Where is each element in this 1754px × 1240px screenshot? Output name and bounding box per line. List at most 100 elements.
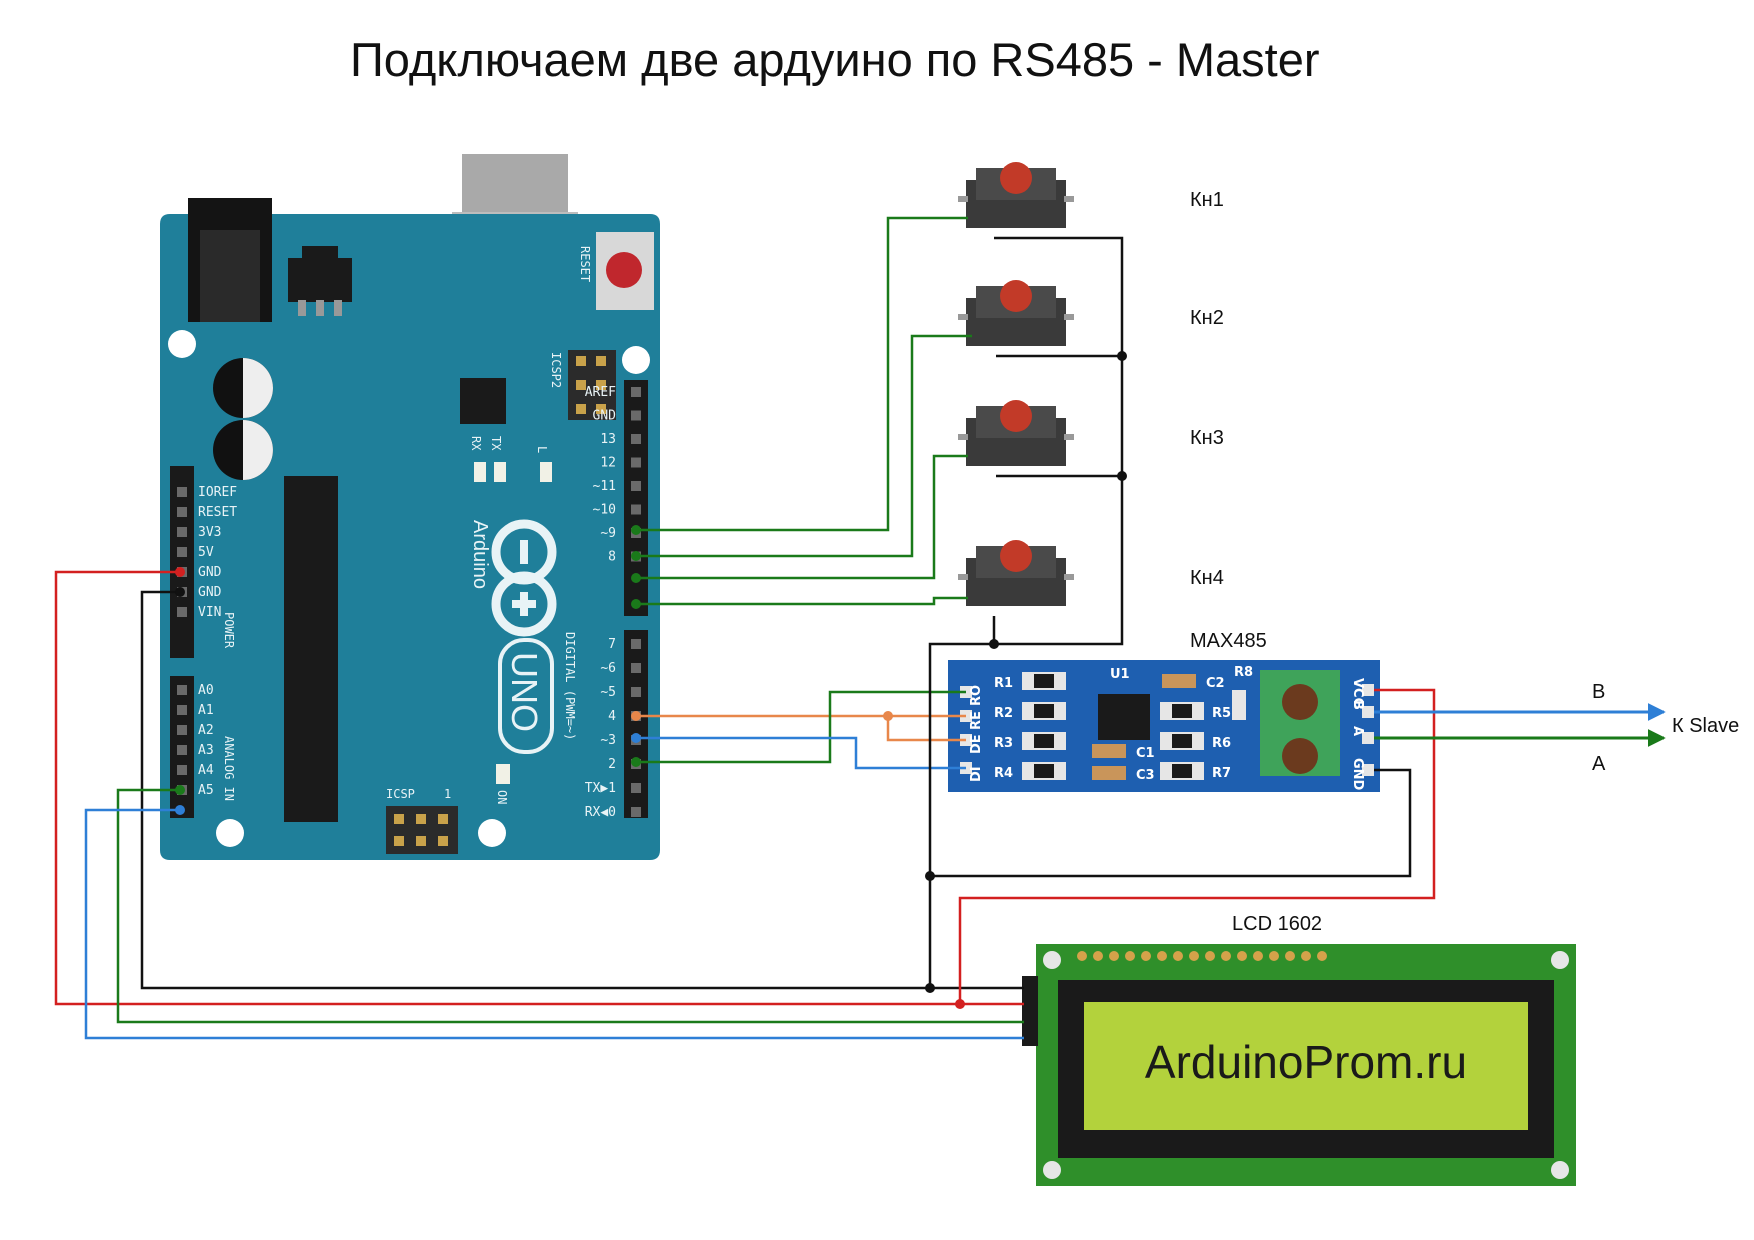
module-pin-label: B bbox=[1350, 700, 1365, 710]
pin-label: 7 bbox=[608, 637, 616, 652]
lcd-pad bbox=[1317, 951, 1327, 961]
junction-dots bbox=[175, 351, 1127, 1009]
pin-label: GND bbox=[593, 409, 617, 424]
wire-5v-module bbox=[958, 688, 1436, 1004]
header-pin-socket bbox=[631, 457, 641, 468]
icsp-label: ICSP bbox=[386, 787, 415, 801]
tact-button-3: Кн3 bbox=[958, 400, 1224, 466]
resistor-body bbox=[1034, 764, 1054, 778]
icsp-header bbox=[386, 806, 458, 854]
icsp2-label: ICSP2 bbox=[549, 352, 563, 388]
module-pin bbox=[1362, 706, 1374, 718]
resistor-body bbox=[1172, 734, 1192, 748]
to-slave-label: К Slave bbox=[1672, 715, 1739, 737]
resistor-label: R1 bbox=[994, 676, 1013, 691]
uno-badge bbox=[498, 638, 554, 754]
diagram-title: Подключаем две ардуино по RS485 - Master bbox=[350, 33, 1320, 86]
resistor-label: R7 bbox=[1212, 766, 1231, 781]
wire-d10-button2 bbox=[636, 334, 972, 558]
lcd-pad bbox=[1109, 951, 1119, 961]
tact-button-2: Кн2 bbox=[958, 280, 1224, 346]
led-on bbox=[496, 764, 510, 784]
lcd-pad bbox=[1157, 951, 1167, 961]
capacitor-label: C1 bbox=[1136, 746, 1155, 761]
capacitor-label: C2 bbox=[1206, 676, 1225, 691]
wire-5v-main bbox=[54, 570, 1024, 1006]
capacitor-label: C3 bbox=[1136, 768, 1155, 783]
i2c-adapter-header bbox=[1022, 976, 1038, 1046]
pin-label: ~5 bbox=[600, 685, 616, 700]
tact-button-1: Кн1 bbox=[958, 162, 1224, 228]
arduino-brand: Arduino bbox=[469, 520, 491, 589]
module-pin-label: RE bbox=[969, 711, 984, 730]
lcd-pad bbox=[1237, 951, 1247, 961]
wire-buttons-common bbox=[994, 236, 1124, 646]
pin-label: A2 bbox=[198, 723, 214, 738]
pin-label: A3 bbox=[198, 743, 214, 758]
resistor-label: R3 bbox=[994, 736, 1013, 751]
lcd-display-text: ArduinoProm.ru bbox=[1145, 1036, 1467, 1088]
lcd-screen bbox=[1084, 1002, 1528, 1130]
u1-label: U1 bbox=[1110, 667, 1130, 682]
lcd-pad bbox=[1125, 951, 1135, 961]
header-pin-socket bbox=[177, 487, 187, 497]
button-label: Кн3 bbox=[1190, 427, 1224, 449]
header-pin-socket bbox=[177, 685, 187, 695]
lcd-pad bbox=[1077, 951, 1087, 961]
pin-label: IOREF bbox=[198, 485, 237, 500]
lcd-pad bbox=[1285, 951, 1295, 961]
wire-a4-sda bbox=[116, 788, 1024, 1024]
arduino-uno-board: RESET ICSP2 RX TX L ON Arduino bbox=[160, 154, 660, 860]
header-pin-socket bbox=[631, 639, 641, 649]
lcd-pad bbox=[1253, 951, 1263, 961]
bus-a-label: A bbox=[1592, 753, 1606, 775]
module-pin bbox=[1362, 684, 1374, 696]
rx-label: RX bbox=[469, 436, 483, 451]
digital-label: DIGITAL (PWM=~) bbox=[563, 632, 577, 740]
power-header bbox=[170, 466, 194, 658]
mounting-hole bbox=[168, 330, 196, 358]
resistor-label: R4 bbox=[994, 766, 1013, 781]
r8-body bbox=[1232, 690, 1246, 720]
header-pin-socket bbox=[631, 387, 641, 397]
pin-label: 3V3 bbox=[198, 525, 221, 540]
pin-label: GND bbox=[198, 585, 222, 600]
capacitor bbox=[1162, 674, 1196, 688]
header-pin-socket bbox=[177, 607, 187, 617]
pin-label: A4 bbox=[198, 763, 214, 778]
r8-label: R8 bbox=[1234, 665, 1253, 680]
wire-d4-re-de bbox=[636, 714, 966, 742]
header-pin-socket bbox=[177, 725, 187, 735]
button-leg bbox=[958, 196, 968, 202]
button-cap bbox=[1000, 540, 1032, 572]
lcd-pad bbox=[1301, 951, 1311, 961]
wire-d8-button4 bbox=[636, 596, 968, 606]
module-pin bbox=[1362, 764, 1374, 776]
button-cap bbox=[1000, 400, 1032, 432]
infinity-logo-icon bbox=[491, 519, 557, 637]
module-pin-label: GND bbox=[1350, 758, 1365, 791]
lcd-pad bbox=[1093, 951, 1103, 961]
pin-label: A5 bbox=[198, 783, 214, 798]
resistor-label: R6 bbox=[1212, 736, 1231, 751]
pin-label: 8 bbox=[608, 550, 616, 565]
lcd-pad bbox=[1221, 951, 1231, 961]
wire-gnd-module bbox=[930, 768, 1412, 878]
resistor-body bbox=[1034, 674, 1054, 688]
pin-label: A0 bbox=[198, 683, 214, 698]
pin-label: TX▶1 bbox=[585, 781, 616, 796]
tx-label: TX bbox=[489, 436, 503, 451]
pin-label: 5V bbox=[198, 545, 214, 560]
pin-label: VIN bbox=[198, 605, 221, 620]
capacitor bbox=[1092, 744, 1126, 758]
button-leg bbox=[1064, 196, 1074, 202]
pin-label: ~9 bbox=[600, 526, 616, 541]
module-pin-label: DI bbox=[969, 766, 984, 782]
button-label: Кн2 bbox=[1190, 307, 1224, 329]
button-leg bbox=[1064, 574, 1074, 580]
header-pin-socket bbox=[631, 504, 641, 515]
module-pin-label: DE bbox=[969, 734, 984, 754]
